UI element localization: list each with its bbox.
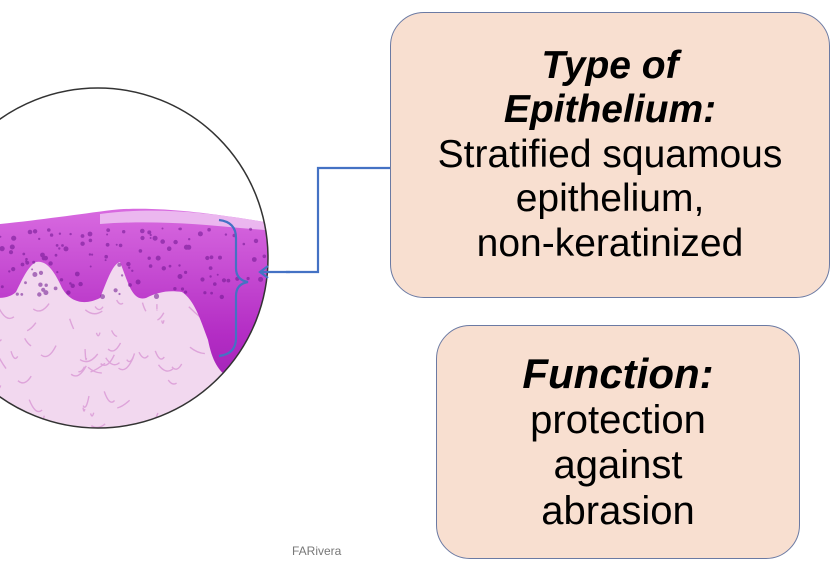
- author-credit: FARivera: [292, 544, 342, 558]
- micrograph-circle: [0, 87, 290, 429]
- micrograph-border: [0, 87, 269, 429]
- body-line: protection: [530, 397, 706, 442]
- type-of-epithelium-description: Stratified squamous epithelium, non-kera…: [438, 133, 783, 266]
- body-line: against: [553, 443, 683, 488]
- function-heading: Function:: [522, 349, 714, 397]
- body-line: abrasion: [541, 488, 695, 533]
- type-of-epithelium-box: Type of Epithelium: Stratified squamous …: [390, 12, 830, 298]
- body-line: non-keratinized: [476, 221, 744, 265]
- body-line: epithelium,: [515, 177, 705, 221]
- type-of-epithelium-heading: Type of Epithelium:: [504, 44, 716, 133]
- epithelium-layer: [0, 208, 268, 428]
- body-line: Stratified squamous: [437, 132, 783, 176]
- heading-line: Type of: [541, 43, 679, 87]
- connector-line-arrow: [258, 265, 290, 279]
- connector-line: [286, 166, 390, 274]
- heading-line: Epithelium:: [503, 88, 717, 132]
- epithelium-bracket: [218, 218, 249, 358]
- function-description: protection against abrasion: [530, 398, 706, 535]
- function-box: Function: protection against abrasion: [436, 325, 800, 559]
